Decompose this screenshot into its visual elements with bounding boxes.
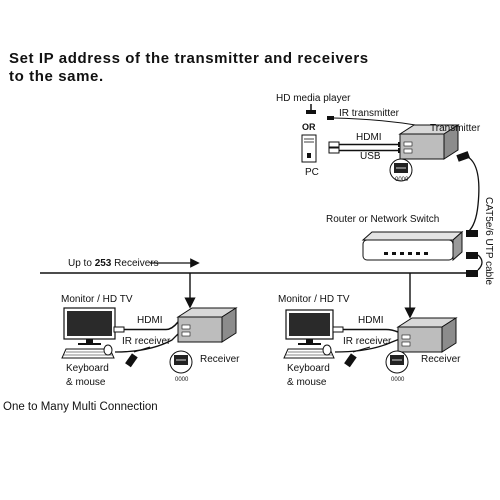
receiver-station-2: Monitor / HD TV Keyboard & mouse HDMI IR… xyxy=(278,294,461,388)
receivers-count-label: Up to 253 Receivers xyxy=(68,258,159,269)
keyboard-icon-2 xyxy=(283,348,335,359)
keyboard-icon-1 xyxy=(61,348,115,359)
receiver-display-icon-2 xyxy=(385,350,409,374)
monitor-label-1: Monitor / HD TV xyxy=(61,294,133,305)
mouse-icon-1 xyxy=(103,344,113,356)
utp-cable-transmitter xyxy=(467,156,480,233)
cable-label: CAT5e/6 UTP cable xyxy=(483,197,494,285)
ir-transmitter-label: IR transmitter xyxy=(339,108,400,119)
receiver-device-2 xyxy=(396,317,458,353)
mouse-icon-2 xyxy=(322,344,332,356)
hdmi-label-source: HDMI xyxy=(356,132,382,143)
ir-receiver-icon-2 xyxy=(344,346,371,368)
heading-line-2: to the same. xyxy=(9,68,104,85)
receiver-label-1: Receiver xyxy=(200,354,240,365)
usb-cable-receiver-2 xyxy=(334,337,403,353)
receiver-device-1 xyxy=(176,307,238,343)
hdmi-cable-receiver-2 xyxy=(332,326,399,333)
keyboard-label-line1-2: Keyboard xyxy=(287,363,330,374)
monitor-icon-1 xyxy=(63,307,116,345)
monitor-icon-2 xyxy=(285,309,334,345)
router-label: Router or Network Switch xyxy=(326,214,439,225)
transmitter-device xyxy=(398,124,460,160)
ir-receiver-label-2: IR receiver xyxy=(343,336,392,347)
ir-receiver-label-1: IR receiver xyxy=(122,336,171,347)
keyboard-label-line2-2: & mouse xyxy=(287,377,327,388)
transmitter-display-icon xyxy=(389,158,413,182)
hd-media-player-label: HD media player xyxy=(276,93,351,104)
monitor-label-2: Monitor / HD TV xyxy=(278,294,350,305)
hdmi-cable-receiver-1 xyxy=(113,321,179,333)
hdmi-label-receiver-1: HDMI xyxy=(137,315,163,326)
hdmi-label-receiver-2: HDMI xyxy=(358,315,384,326)
pc-label: PC xyxy=(305,167,319,178)
receiver-station-1: Monitor / HD TV Keyboard & mouse HDMI IR… xyxy=(61,294,240,388)
ir-transmitter-icon xyxy=(327,116,423,127)
receiver-display-code-2: 0000 xyxy=(391,377,405,383)
router-icon xyxy=(361,230,464,262)
pc-tower-icon xyxy=(301,134,317,163)
receiver-display-icon-1 xyxy=(169,350,193,374)
receiver-display-code-1: 0000 xyxy=(175,377,189,383)
ir-receiver-icon-1 xyxy=(125,346,151,368)
keyboard-label-line1-1: Keyboard xyxy=(66,363,109,374)
keyboard-label-line2-1: & mouse xyxy=(66,377,106,388)
usb-cable-receiver-1 xyxy=(114,329,183,353)
or-label: OR xyxy=(302,122,316,132)
transmitter-display-code: 0000 xyxy=(395,177,409,183)
router-patch-cable xyxy=(477,254,483,271)
heading-line-1: Set IP address of the transmitter and re… xyxy=(9,50,369,67)
diagram-caption: One to Many Multi Connection xyxy=(3,401,158,413)
transmitter-rj45-plug xyxy=(456,151,471,162)
hd-media-player-icon xyxy=(306,104,316,114)
transmitter-label: Transmitter xyxy=(430,123,481,134)
router-rj45-plugs xyxy=(466,230,478,277)
usb-label-source: USB xyxy=(360,151,381,162)
receiver-label-2: Receiver xyxy=(421,354,461,365)
